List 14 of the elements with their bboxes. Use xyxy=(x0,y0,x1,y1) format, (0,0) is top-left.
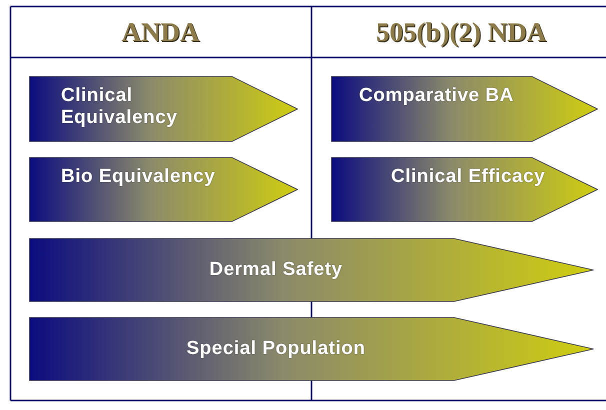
banner-label: Dermal Safety xyxy=(208,259,344,281)
column-header: 505(b)(2) NDA xyxy=(376,16,546,49)
arrow-banner xyxy=(29,238,594,302)
banner-label: Clinical Efficacy xyxy=(391,166,546,188)
arrow-banner xyxy=(29,76,298,142)
banner-label: Bio Equivalency xyxy=(61,166,216,188)
arrow-banner xyxy=(331,157,598,222)
arrow-banner xyxy=(331,76,598,142)
column-header: ANDA xyxy=(122,16,200,49)
arrow-banner xyxy=(29,157,298,222)
arrow-banner xyxy=(29,317,594,381)
banner-label: Special Population xyxy=(186,338,366,360)
banner-label: Comparative BA xyxy=(359,85,515,107)
banner-label: Clinical Equivalency xyxy=(61,85,178,129)
